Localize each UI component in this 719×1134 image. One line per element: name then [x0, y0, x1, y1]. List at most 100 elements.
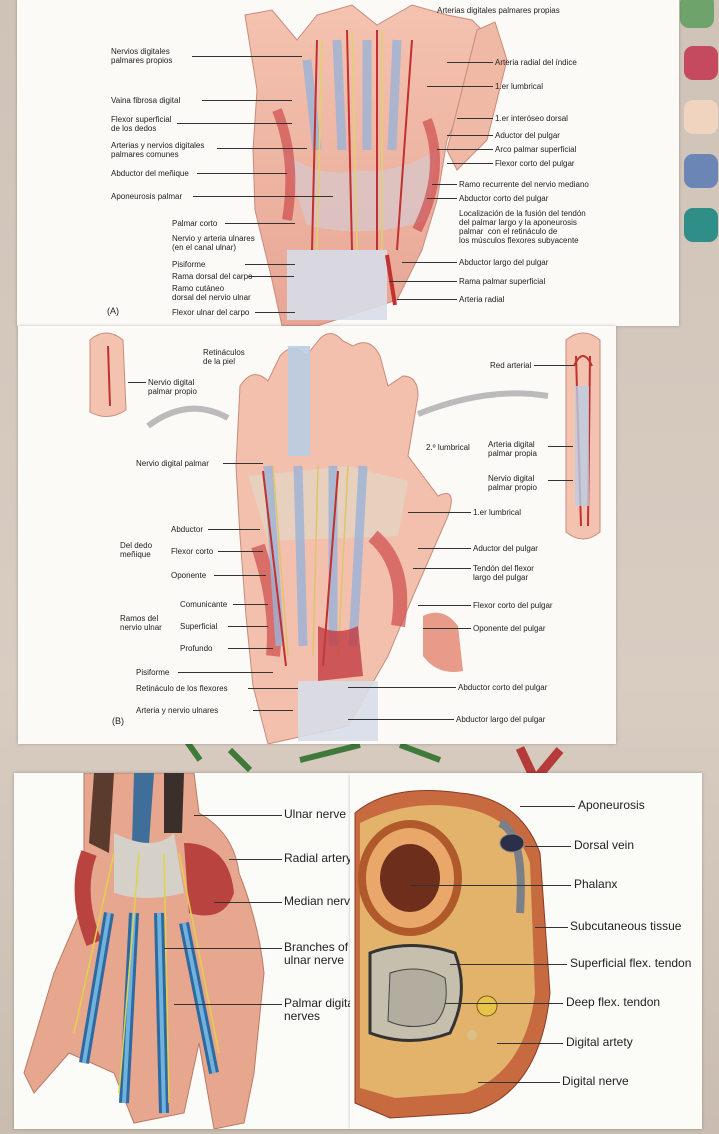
- leader: [457, 118, 493, 119]
- leader: [218, 551, 263, 552]
- group-ulnar-item-0: Comunicante: [180, 600, 227, 609]
- label-a-right-3: 1.er interóseo dorsal: [495, 114, 568, 123]
- label-a-left-8: Pisiforme: [172, 260, 205, 269]
- group-ulnar-item-1: Superficial: [180, 622, 217, 631]
- leader: [348, 687, 456, 688]
- leader: [548, 480, 573, 481]
- label-a-left-1: Vaina fibrosa digital: [111, 96, 180, 105]
- label-d-5: Deep flex. tendon: [566, 996, 660, 1009]
- leader: [437, 149, 493, 150]
- label-a-left-11: Flexor ulnar del carpo: [172, 308, 249, 317]
- leader: [423, 628, 471, 629]
- leader: [248, 688, 298, 689]
- leader: [427, 198, 457, 199]
- label-b-right-3: Flexor corto del pulgar: [473, 601, 553, 610]
- group-menique-item-0: Abductor: [171, 525, 203, 534]
- label-b-nervio-digital-palmar: Nervio digital palmar: [136, 459, 209, 468]
- label-a-left-4: Abductor del meñique: [111, 169, 189, 178]
- label-b-nervio-digital-right: Nervio digital palmar propio: [488, 474, 537, 492]
- label-a-right-12: Arteria radial: [459, 295, 504, 304]
- label-a-left-0: Nervios digitales palmares propios: [111, 47, 172, 65]
- leader: [255, 312, 295, 313]
- leader: [233, 604, 268, 605]
- leader: [192, 56, 302, 57]
- leader: [427, 86, 493, 87]
- leader: [249, 276, 294, 277]
- finger-cross-section: [350, 773, 702, 1129]
- group-menique-item-2: Oponente: [171, 571, 206, 580]
- leader: [408, 512, 471, 513]
- leader: [432, 184, 457, 185]
- leader: [245, 264, 295, 265]
- label-b-left-bottom-0: Pisiforme: [136, 668, 169, 677]
- label-a-right-4: Aductor del pulgar: [495, 131, 560, 140]
- group-ulnar-title: Ramos del nervio ulnar: [120, 614, 162, 632]
- leader: [208, 529, 260, 530]
- leader: [225, 223, 295, 224]
- label-a-right-10: Abductor largo del pulgar: [459, 258, 548, 267]
- leader: [525, 846, 571, 847]
- leader: [447, 163, 493, 164]
- leader: [445, 1003, 563, 1004]
- leader: [447, 62, 493, 63]
- label-b-retinaculos: Retináculos de la piel: [203, 348, 245, 366]
- leader: [548, 446, 573, 447]
- label-b-left-bottom-2: Arteria y nervio ulnares: [136, 706, 218, 715]
- leader: [253, 710, 293, 711]
- label-a-right-2: 1.er lumbrical: [495, 82, 543, 91]
- leader: [535, 927, 568, 928]
- leader: [402, 262, 457, 263]
- label-a-left-5: Aponeurosis palmar: [111, 192, 182, 201]
- leader: [223, 463, 263, 464]
- figure-a-sheet: Nervios digitales palmares propios Vaina…: [17, 0, 679, 326]
- leader: [447, 135, 493, 136]
- label-a-left-9: Rama dorsal del carpo: [172, 272, 252, 281]
- label-b-arteria-digital: Arteria digital palmar propia: [488, 440, 537, 458]
- label-a-right-7: Ramo recurrente del nervio mediano: [459, 180, 589, 189]
- label-d-4: Superficial flex. tendon: [570, 957, 691, 970]
- label-d-7: Digital nerve: [562, 1075, 629, 1088]
- label-a-left-2: Flexor superficial de los dedos: [111, 115, 171, 133]
- label-d-1: Dorsal vein: [574, 839, 634, 852]
- label-d-3: Subcutaneous tissue: [570, 920, 681, 933]
- label-a-left-10: Ramo cutáneo dorsal del nervio ulnar: [172, 284, 251, 302]
- hand-illustration-b: [18, 326, 616, 744]
- figure-b-sheet: Retináculos de la piel Red arterial Nerv…: [18, 326, 616, 744]
- label-a-right-8: Abductor corto del pulgar: [459, 194, 548, 203]
- label-b-right-0: 1.er lumbrical: [473, 508, 521, 517]
- label-a-right-5: Arco palmar superficial: [495, 145, 576, 154]
- leader: [217, 148, 307, 149]
- label-b-nervio-left: Nervio digital palmar propio: [148, 378, 197, 396]
- label-a-right-11: Rama palmar superficial: [459, 277, 545, 286]
- figure-b-letter: (B): [112, 717, 124, 726]
- leader: [450, 964, 567, 965]
- group-menique-title: Del dedo meñique: [120, 541, 152, 559]
- leader: [177, 123, 292, 124]
- leader: [348, 719, 454, 720]
- label-a-right-9: Localización de la fusión del tendón del…: [459, 209, 586, 245]
- leader: [534, 365, 574, 366]
- leader: [228, 626, 268, 627]
- label-d-0: Aponeurosis: [578, 799, 645, 812]
- leader: [194, 815, 282, 816]
- label-b-right-1: Aductor del pulgar: [473, 544, 538, 553]
- figure-d-sheet: Aponeurosis Dorsal vein Phalanx Subcutan…: [350, 773, 702, 1129]
- label-b-left-bottom-1: Retináculo de los flexores: [136, 684, 228, 693]
- leader: [418, 605, 471, 606]
- label-a-right-6: Flexor corto del pulgar: [495, 159, 575, 168]
- leader: [193, 196, 333, 197]
- leader: [497, 1043, 563, 1044]
- label-a-left-7: Nervio y arteria ulnares (en el canal ul…: [172, 234, 255, 252]
- label-b-red-arterial: Red arterial: [490, 361, 531, 370]
- leader: [197, 173, 287, 174]
- label-c-3: Branches of ulnar nerve: [284, 941, 348, 967]
- leader: [229, 859, 282, 860]
- label-d-6: Digital artety: [566, 1036, 633, 1049]
- leader: [228, 648, 273, 649]
- leader: [397, 299, 457, 300]
- figure-a-letter: (A): [107, 307, 119, 316]
- leader: [174, 1004, 282, 1005]
- label-b-right-5: Abductor corto del pulgar: [458, 683, 547, 692]
- group-menique-item-1: Flexor corto: [171, 547, 213, 556]
- label-a-left-6: Palmar corto: [172, 219, 217, 228]
